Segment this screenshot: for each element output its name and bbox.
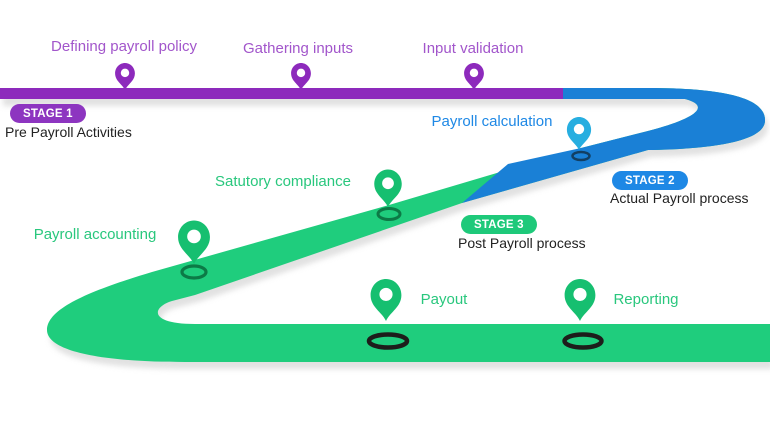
- pin-defining-payroll-policy-icon: [115, 63, 135, 90]
- milestone-label-satutory-compliance: Satutory compliance: [215, 173, 351, 190]
- road-purple-segment: [0, 88, 563, 99]
- stage-2-badge: STAGE 2: [612, 171, 688, 190]
- marker-ellipse-payroll-accounting: [180, 264, 208, 280]
- milestone-label-defining-payroll-policy: Defining payroll policy: [51, 38, 197, 55]
- stage-1-badge: STAGE 1: [10, 104, 86, 123]
- pin-payout-icon: [370, 279, 402, 321]
- stage-3-badge: STAGE 3: [461, 215, 537, 234]
- marker-ellipse-payroll-calculation: [571, 150, 591, 162]
- milestone-label-payroll-accounting: Payroll accounting: [33, 226, 157, 243]
- pin-input-validation-icon: [464, 63, 484, 90]
- milestone-label-input-validation: Input validation: [422, 40, 524, 57]
- marker-ellipse-satutory-compliance: [376, 207, 402, 221]
- pin-gathering-inputs-icon: [291, 63, 311, 90]
- stage-2-caption: Actual Payroll process: [610, 190, 749, 206]
- marker-ellipse-payout: [366, 332, 410, 350]
- stage-3-caption: Post Payroll process: [458, 235, 586, 251]
- pin-satutory-compliance-icon: [374, 169, 402, 207]
- milestone-label-gathering-inputs: Gathering inputs: [242, 40, 354, 57]
- milestone-label-reporting: Reporting: [613, 291, 679, 308]
- pin-payroll-calculation-icon: [566, 117, 592, 150]
- road-blue-segment: [462, 88, 766, 203]
- pin-payroll-accounting-icon: [178, 220, 210, 264]
- milestone-label-payroll-calculation: Payroll calculation: [431, 113, 553, 130]
- milestone-label-payout: Payout: [420, 291, 468, 308]
- pin-reporting-icon: [564, 279, 596, 321]
- stage-1-caption: Pre Payroll Activities: [5, 124, 132, 140]
- marker-ellipse-reporting: [562, 332, 604, 350]
